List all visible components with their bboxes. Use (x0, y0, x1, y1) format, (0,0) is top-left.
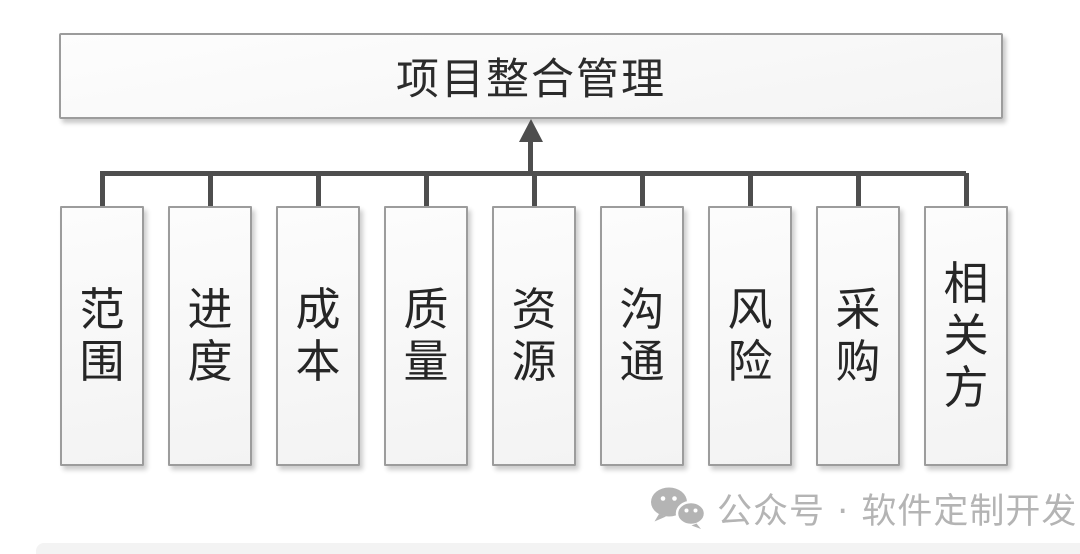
branch-cell-scope: 范围 (60, 173, 144, 466)
branch-cell-communication: 沟通 (600, 173, 684, 466)
branch-label-cost: 成本 (295, 282, 341, 388)
connector-stub (315, 173, 321, 208)
branch-cell-procurement: 采购 (816, 173, 900, 466)
branch-cell-resource: 资源 (492, 173, 576, 466)
branch-box-schedule: 进度 (168, 206, 252, 466)
branch-cell-quality: 质量 (384, 173, 468, 466)
branch-cell-cost: 成本 (276, 173, 360, 466)
connector-stub (99, 173, 105, 208)
branch-label-communication: 沟通 (619, 282, 665, 388)
connector-stub (423, 173, 429, 208)
branch-label-stakeholder: 相关方 (943, 256, 989, 415)
branch-row: 范围 进度 成本 质量 资源 (60, 173, 1008, 466)
branch-label-schedule: 进度 (187, 282, 233, 388)
branch-cell-risk: 风险 (708, 173, 792, 466)
branch-cell-stakeholder: 相关方 (924, 173, 1008, 466)
wechat-icon (650, 487, 706, 529)
branch-label-resource: 资源 (511, 282, 557, 388)
branch-box-quality: 质量 (384, 206, 468, 466)
arrow-up-icon (519, 119, 543, 142)
branch-box-stakeholder: 相关方 (924, 206, 1008, 466)
branch-box-communication: 沟通 (600, 206, 684, 466)
watermark-text: 公众号 · 软件定制开发圈 (717, 491, 1080, 532)
branch-label-quality: 质量 (403, 282, 449, 388)
branch-box-scope: 范围 (60, 206, 144, 466)
connector-stub (747, 173, 753, 208)
branch-box-resource: 资源 (492, 206, 576, 466)
branch-box-procurement: 采购 (816, 206, 900, 466)
arrow-up-shaft (528, 139, 533, 176)
connector-stub (855, 173, 861, 208)
connector-stub (963, 173, 969, 208)
root-node-box: 项目整合管理 (59, 33, 1003, 119)
bottom-strip (36, 543, 1080, 554)
connector-stub (207, 173, 213, 208)
branch-label-procurement: 采购 (835, 282, 881, 388)
branch-box-risk: 风险 (708, 206, 792, 466)
branch-label-scope: 范围 (79, 282, 125, 388)
branch-label-risk: 风险 (727, 282, 773, 388)
root-node-label: 项目整合管理 (396, 55, 666, 105)
branch-box-cost: 成本 (276, 206, 360, 466)
connector-stub (639, 173, 645, 208)
branch-cell-schedule: 进度 (168, 173, 252, 466)
connector-stub (531, 173, 537, 208)
watermark: 公众号 · 软件定制开发圈 (650, 486, 1080, 532)
